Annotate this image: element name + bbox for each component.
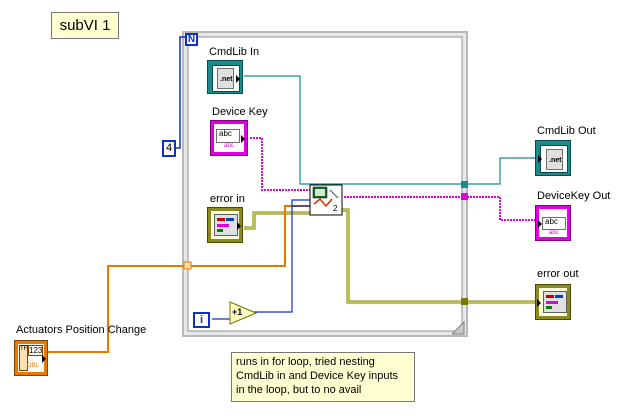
loop-count-wire[interactable] — [176, 36, 188, 149]
devicekey-out-terminal[interactable]: abc abc — [535, 205, 571, 241]
devicekey-output-tunnel[interactable] — [461, 193, 468, 200]
device-key-wire-in[interactable] — [250, 137, 310, 191]
cmdlib-out-net-text: .net — [549, 157, 562, 164]
subvi-node[interactable] — [309, 184, 343, 216]
dotnet-refnum-icon — [217, 68, 234, 89]
actuators-terminal[interactable]: TF 123 DBL — [14, 340, 48, 376]
loop-count-label: N — [187, 34, 196, 45]
cmdlib-in-terminal[interactable]: .net — [207, 60, 243, 94]
cmdlib-in-label: CmdLib In — [209, 46, 260, 58]
actuators-num-text: 123 — [28, 345, 44, 356]
error-out-terminal[interactable] — [535, 284, 571, 320]
devicekey-out-label: DeviceKey Out — [537, 190, 611, 202]
subvi-index-label: 2 — [333, 204, 338, 213]
comment-line-2: CmdLib in and Device Key inputs — [236, 370, 399, 382]
subvi-title-note: subVI 1 — [51, 12, 119, 39]
loop-count-constant[interactable]: 4 — [162, 140, 176, 157]
error-cluster-icon — [214, 214, 238, 236]
device-key-terminal[interactable]: abc abc — [210, 120, 248, 156]
terminal-arrow-icon — [42, 355, 46, 363]
comment-line-1: runs in for loop, tried nesting — [236, 356, 375, 368]
iteration-terminal[interactable]: i — [193, 312, 210, 328]
device-key-label: Device Key — [212, 106, 268, 118]
increment-label: +1 — [232, 307, 243, 317]
iteration-label: i — [199, 314, 204, 326]
actuators-tf-text: TF — [20, 346, 28, 352]
terminal-arrow-icon — [537, 299, 541, 307]
terminal-arrow-icon — [538, 155, 542, 163]
error-output-tunnel[interactable] — [461, 298, 468, 305]
error-out-label: error out — [537, 268, 579, 280]
comment-note[interactable]: runs in for loop, tried nesting CmdLib i… — [231, 352, 415, 402]
cmdlib-in-net-text: .net — [220, 76, 233, 83]
subvi-title-text: subVI 1 — [59, 17, 111, 34]
cmdlib-output-tunnel[interactable] — [461, 181, 468, 188]
increment-wire[interactable] — [254, 205, 310, 313]
comment-line-3: in the loop, but to no avail — [236, 384, 362, 396]
increment-node[interactable] — [229, 301, 258, 325]
actuators-dbl-text: DBL — [27, 363, 39, 369]
actuators-tunnel[interactable] — [183, 261, 192, 270]
loop-count-value: 4 — [165, 142, 173, 154]
devicekey-out-abc-text: abc — [545, 217, 558, 226]
terminal-arrow-icon — [236, 75, 240, 83]
device-key-abc-sub: abc — [224, 143, 234, 149]
loop-count-terminal[interactable]: N — [185, 33, 198, 46]
error-cluster-icon — [543, 291, 567, 313]
device-key-abc-text: abc — [219, 129, 232, 138]
device-key-wire-out[interactable] — [344, 196, 535, 221]
dotnet-refnum-icon — [546, 149, 563, 170]
cmdlib-out-terminal[interactable]: .net — [535, 140, 571, 176]
error-in-label: error in — [210, 193, 245, 205]
devicekey-out-abc-sub: abc — [549, 230, 559, 236]
cmdlib-out-label: CmdLib Out — [537, 125, 596, 137]
actuators-label: Actuators Position Change — [16, 324, 147, 336]
terminal-arrow-icon — [237, 222, 241, 230]
error-in-terminal[interactable] — [207, 207, 243, 243]
terminal-arrow-icon — [538, 220, 542, 228]
array-index-icon: TF — [19, 345, 28, 371]
terminal-arrow-icon — [241, 135, 245, 143]
